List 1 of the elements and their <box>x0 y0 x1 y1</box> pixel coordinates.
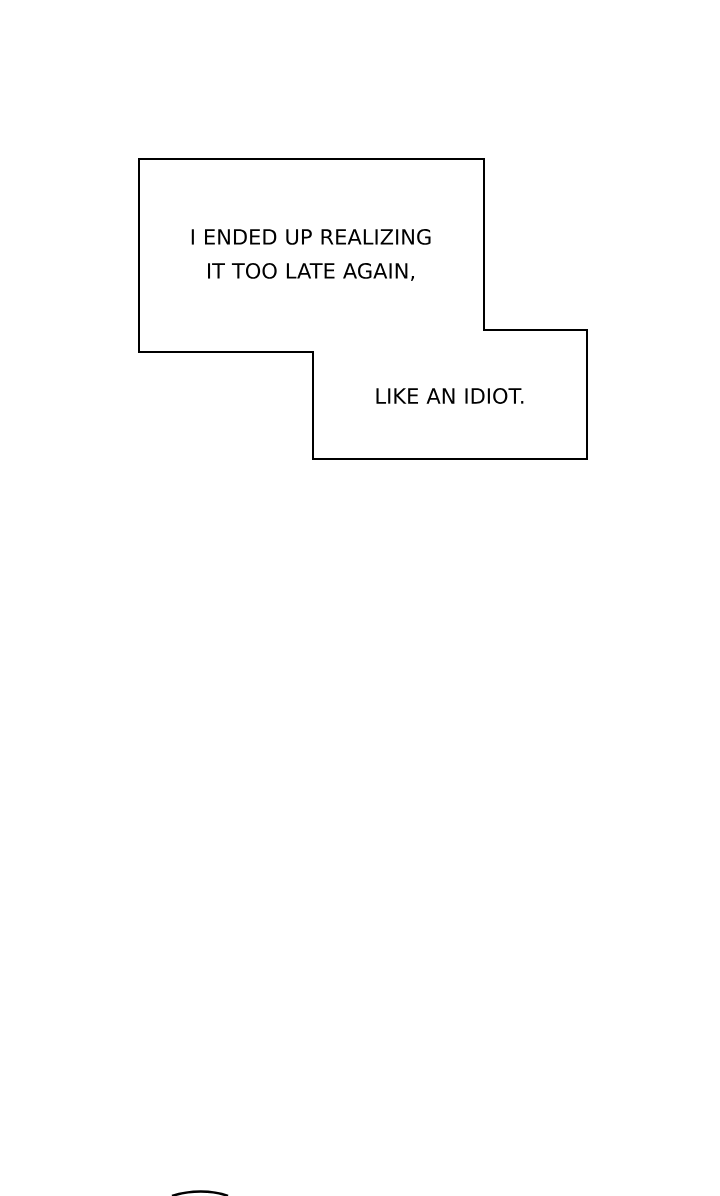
caption-box: I ENDED UP REALIZING IT TOO LATE AGAIN, LIKE AN IDIOT. <box>138 158 588 460</box>
